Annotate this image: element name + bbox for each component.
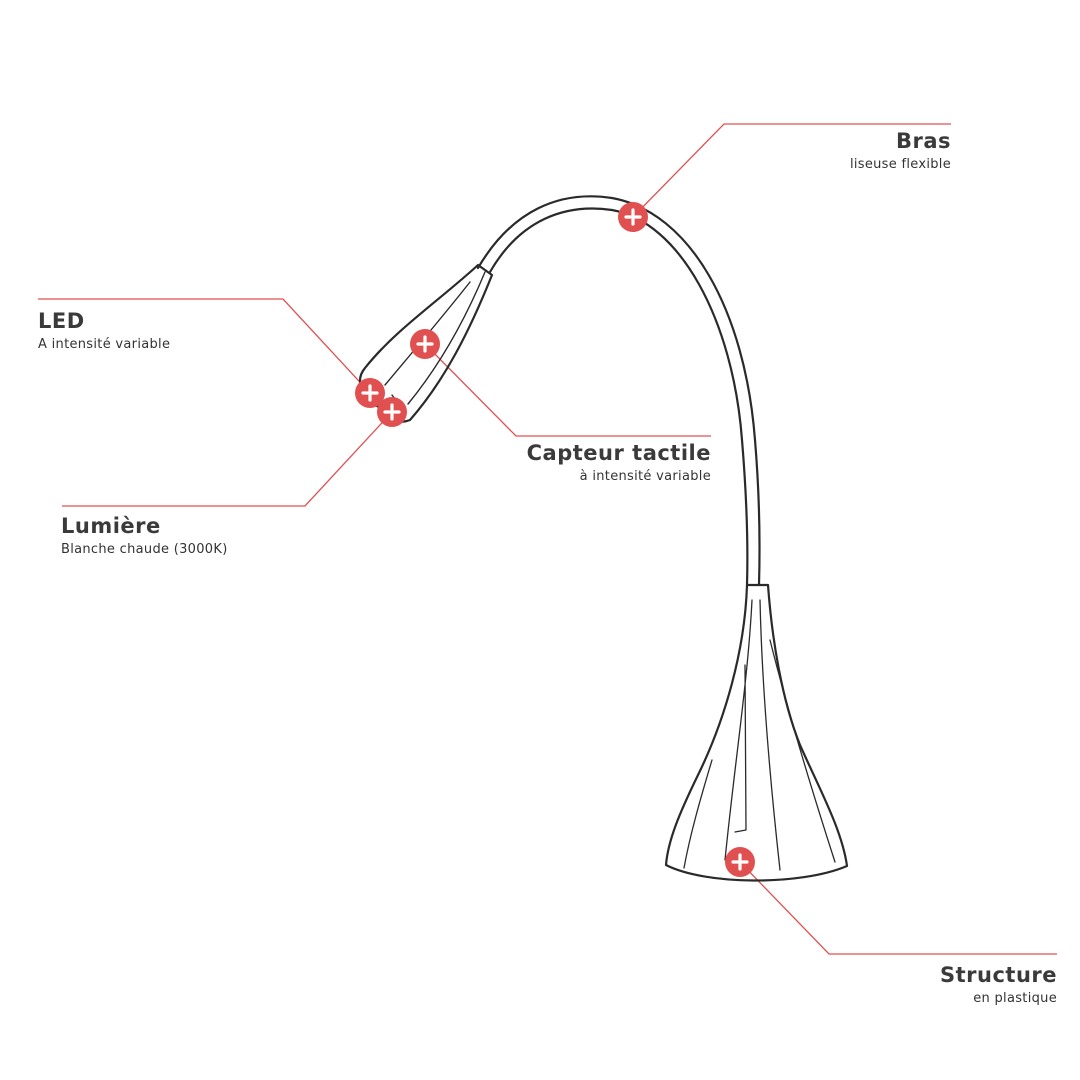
marker-bras-plus-icon[interactable] — [618, 202, 648, 232]
callout-capteur-subtitle: à intensité variable — [579, 469, 711, 484]
callout-structure-title: Structure — [939, 963, 1057, 987]
leader-line-bras — [632, 123, 951, 218]
lamp-drawing — [358, 195, 849, 882]
callout-bras-subtitle: liseuse flexible — [849, 157, 951, 172]
callout-structure-subtitle: en plastique — [973, 991, 1057, 1006]
callout-bras: Bras liseuse flexible — [850, 128, 951, 174]
lamp-base-ribs — [683, 599, 836, 871]
callout-capteur-title: Capteur tactile — [526, 441, 711, 465]
leader-line-led — [38, 298, 371, 394]
callout-led: LED A intensité variable — [38, 308, 170, 354]
lamp-arm-inner — [488, 207, 749, 587]
markers — [355, 202, 755, 877]
leader-line-lumiere — [62, 411, 393, 507]
callout-led-title: LED — [38, 309, 85, 333]
lamp-base — [664, 583, 849, 882]
leader-lines — [38, 123, 1057, 955]
callout-capteur: Capteur tactile à intensité variable — [527, 440, 711, 486]
callout-bras-title: Bras — [895, 129, 951, 153]
leader-line-capteur — [424, 343, 711, 437]
callout-led-subtitle: A intensité variable — [38, 337, 171, 352]
marker-structure-plus-icon[interactable] — [725, 847, 755, 877]
marker-lumiere-plus-icon[interactable] — [377, 397, 407, 427]
marker-led-plus-icon[interactable] — [355, 378, 385, 408]
callout-lumiere-title: Lumière — [61, 514, 161, 538]
callout-structure: Structure en plastique — [940, 962, 1057, 1008]
leader-line-structure — [739, 861, 1057, 955]
callout-lumiere-subtitle: Blanche chaude (3000K) — [61, 542, 228, 557]
lamp-arm — [476, 195, 761, 587]
callout-lumiere: Lumière Blanche chaude (3000K) — [61, 513, 228, 559]
marker-capteur-plus-icon[interactable] — [410, 329, 440, 359]
